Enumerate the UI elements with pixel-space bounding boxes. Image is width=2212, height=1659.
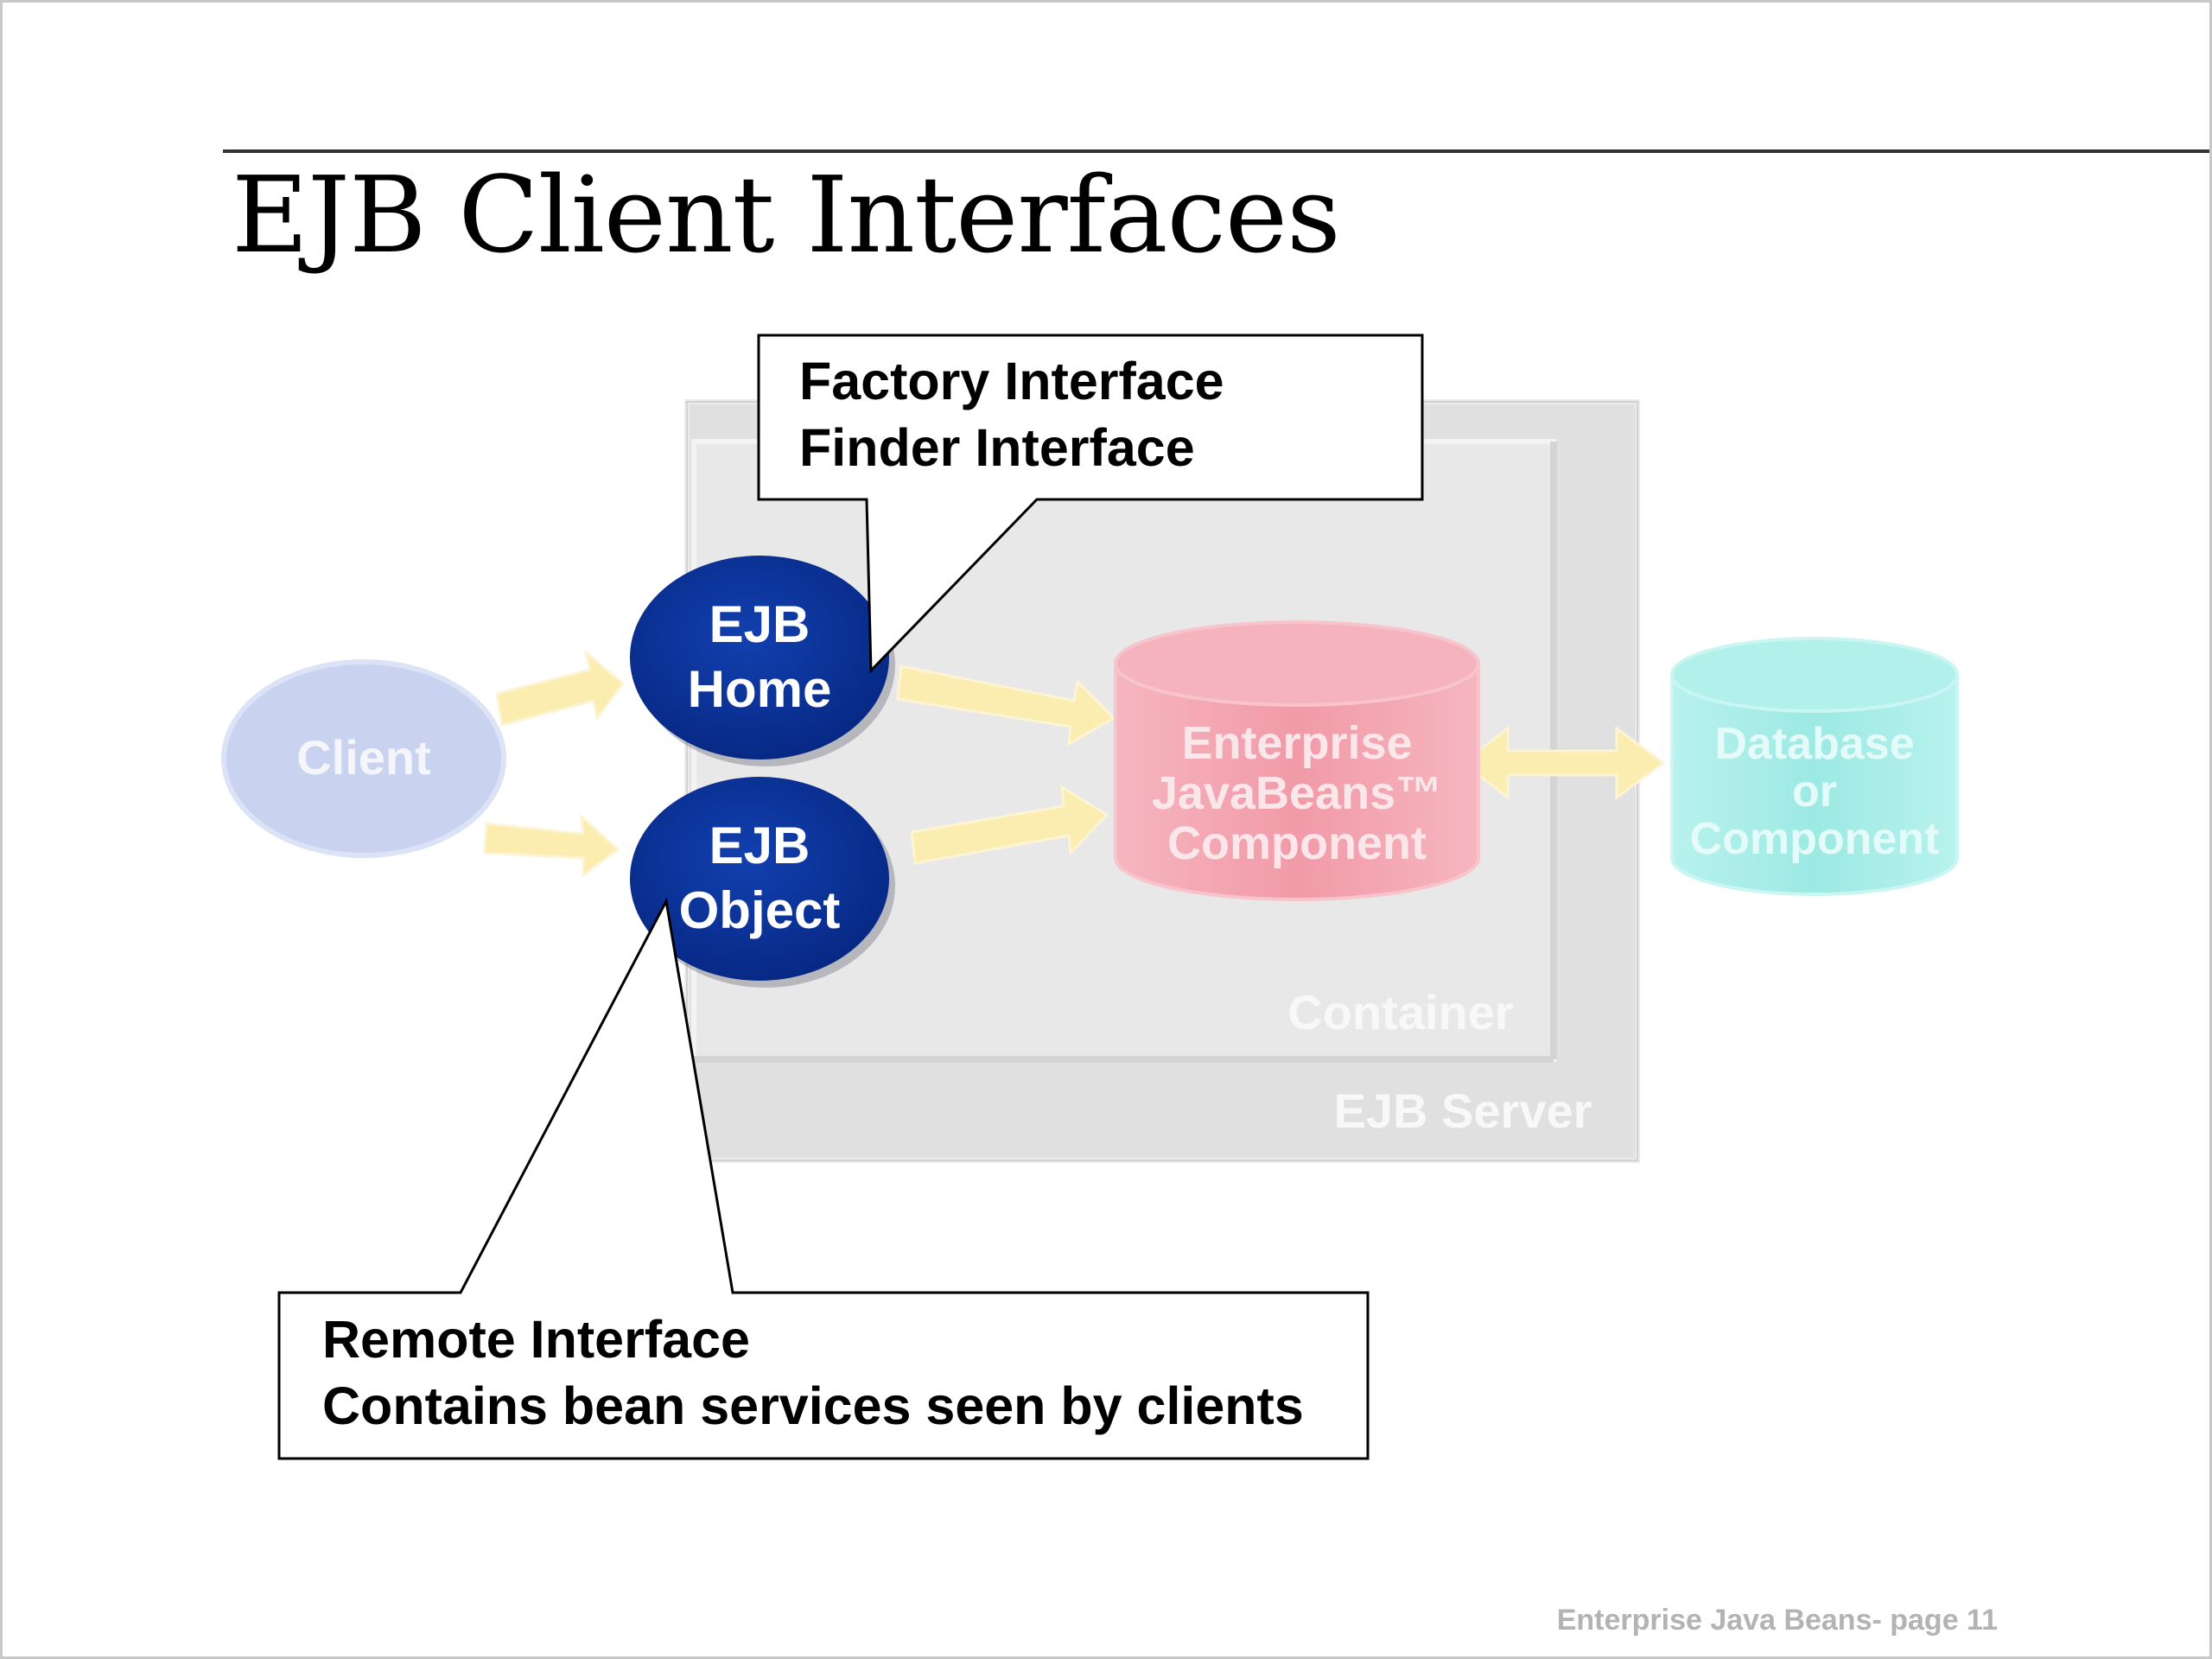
home-callout-box: [757, 334, 1424, 674]
ejb-object-label-line1: EJB: [709, 817, 810, 874]
slide-title: EJB Client Interfaces: [232, 154, 1341, 276]
home-callout-text: Factory Interface Finder Interface: [799, 348, 1224, 481]
client-node: Client: [221, 659, 506, 858]
slide-footer: Enterprise Java Beans- page 11: [1556, 1604, 1998, 1637]
ejb-component-node: Enterprise JavaBeans™ Component: [1114, 620, 1480, 901]
ejb-object-node: EJB Object: [630, 777, 895, 988]
arrow-object-to-component: [910, 785, 1109, 865]
database-label-line1: Database: [1714, 719, 1914, 769]
arrow-home-to-component: [896, 664, 1116, 747]
arrow-component-to-database: [1460, 725, 1666, 801]
component-label-line3: Component: [1167, 817, 1427, 869]
database-node: Database or Component: [1670, 637, 1959, 896]
object-callout-line2: Contains bean services seen by clients: [322, 1376, 1304, 1435]
object-callout-line1: Remote Interface: [322, 1310, 750, 1369]
component-label-line1: Enterprise: [1181, 717, 1412, 769]
ejb-home-label-line2: Home: [688, 660, 832, 718]
arrow-client-to-home: [495, 648, 626, 727]
title-rule: [223, 149, 2209, 153]
home-callout-line2: Finder Interface: [799, 418, 1195, 477]
container-label: Container: [1287, 985, 1513, 1039]
flow-arrows: [483, 648, 1666, 878]
client-label: Client: [296, 730, 431, 785]
object-callout-box: [277, 897, 1370, 1460]
ejb-object-label-line2: Object: [679, 881, 841, 939]
object-callout-text: Remote Interface Contains bean services …: [322, 1306, 1304, 1440]
database-label-line3: Component: [1690, 814, 1940, 864]
ejb-home-node: EJB Home: [630, 556, 895, 766]
home-callout-line1: Factory Interface: [799, 352, 1224, 410]
component-label-line2: JavaBeans™: [1152, 767, 1442, 819]
ejb-server-label: EJB Server: [1334, 1084, 1592, 1138]
architecture-diagram: Client Enterprise JavaBeans™ Component D…: [221, 334, 1959, 1460]
arrow-client-to-object: [483, 813, 620, 878]
ejb-home-label-line1: EJB: [709, 595, 810, 653]
database-label-line2: or: [1792, 766, 1837, 817]
